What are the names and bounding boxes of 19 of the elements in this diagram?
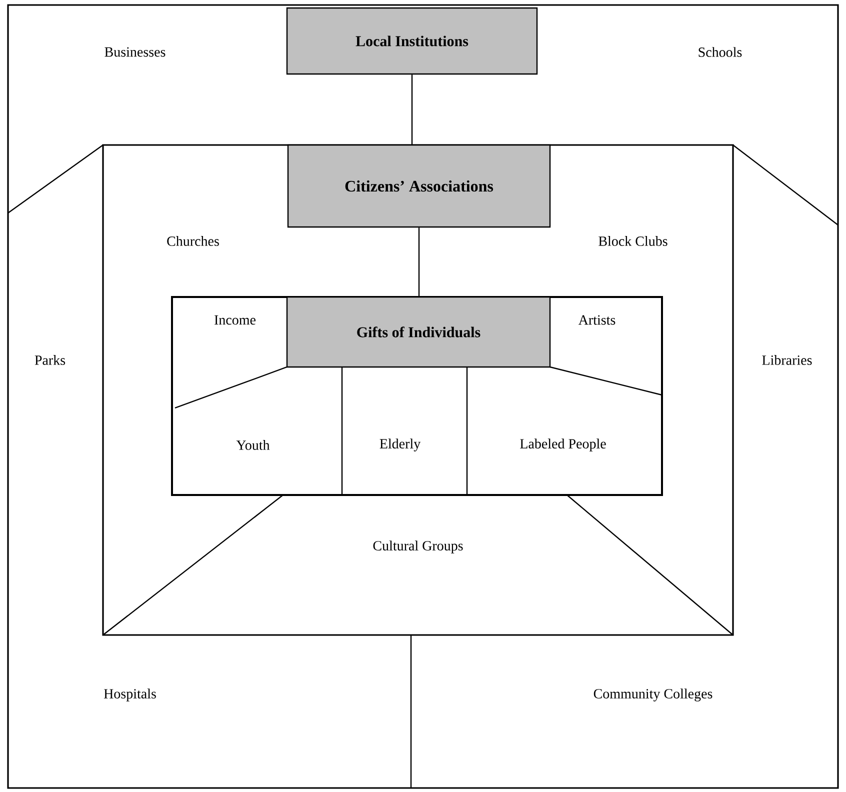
region-label: Schools [698,47,742,57]
region-label: Community Colleges [594,688,712,702]
region-label: Elderly [380,438,421,452]
connector-line [418,228,420,296]
heading-box: Gifts of Individuals [286,296,551,368]
region-label: Libraries [762,355,812,365]
region-label: Churches [167,236,219,246]
region-label: Hospitals [104,688,156,702]
region-label: Youth [236,440,270,450]
region-label: Income [214,315,256,325]
region-label: Parks [34,355,66,365]
region-label: Cultural Groups [373,540,463,554]
connector-line [411,74,413,144]
heading-box: Local Institutions [286,7,538,75]
region-label: Businesses [104,47,166,57]
region-label: Artists [578,315,616,325]
heading-box: Citizens’ Associations [287,144,551,228]
region-label: Labeled People [520,438,606,452]
region-label: Block Clubs [598,236,668,246]
